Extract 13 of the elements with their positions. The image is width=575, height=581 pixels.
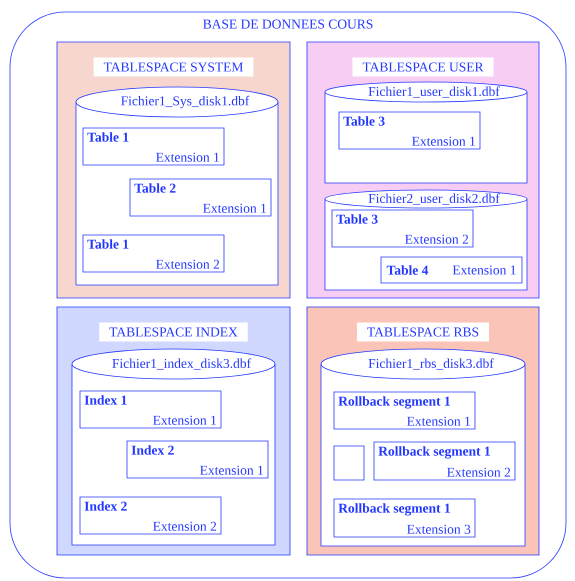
extent-box: Table 4 Extension 1 — [380, 256, 522, 284]
extent-box: Index 1 Extension 1 — [80, 390, 222, 428]
extent-box: Table 1 Extension 1 — [82, 128, 224, 166]
extent-box: Rollback segment 1 Extension 1 — [334, 392, 476, 430]
extent-box: Table 1 Extension 2 — [82, 234, 224, 272]
extent-box: Table 3 Extension 1 — [338, 112, 480, 150]
extent-box: Index 2 Extension 2 — [80, 496, 222, 534]
extent-box: Table 2 Extension 1 — [130, 178, 272, 216]
extent-box: Table 3 Extension 2 — [332, 210, 474, 248]
extent-box: Rollback segment 1 Extension 2 — [374, 442, 516, 480]
extent-box: Rollback segment 1 Extension 3 — [334, 498, 476, 538]
extent-box: Index 2 Extension 1 — [126, 440, 268, 478]
empty-box — [334, 446, 364, 480]
